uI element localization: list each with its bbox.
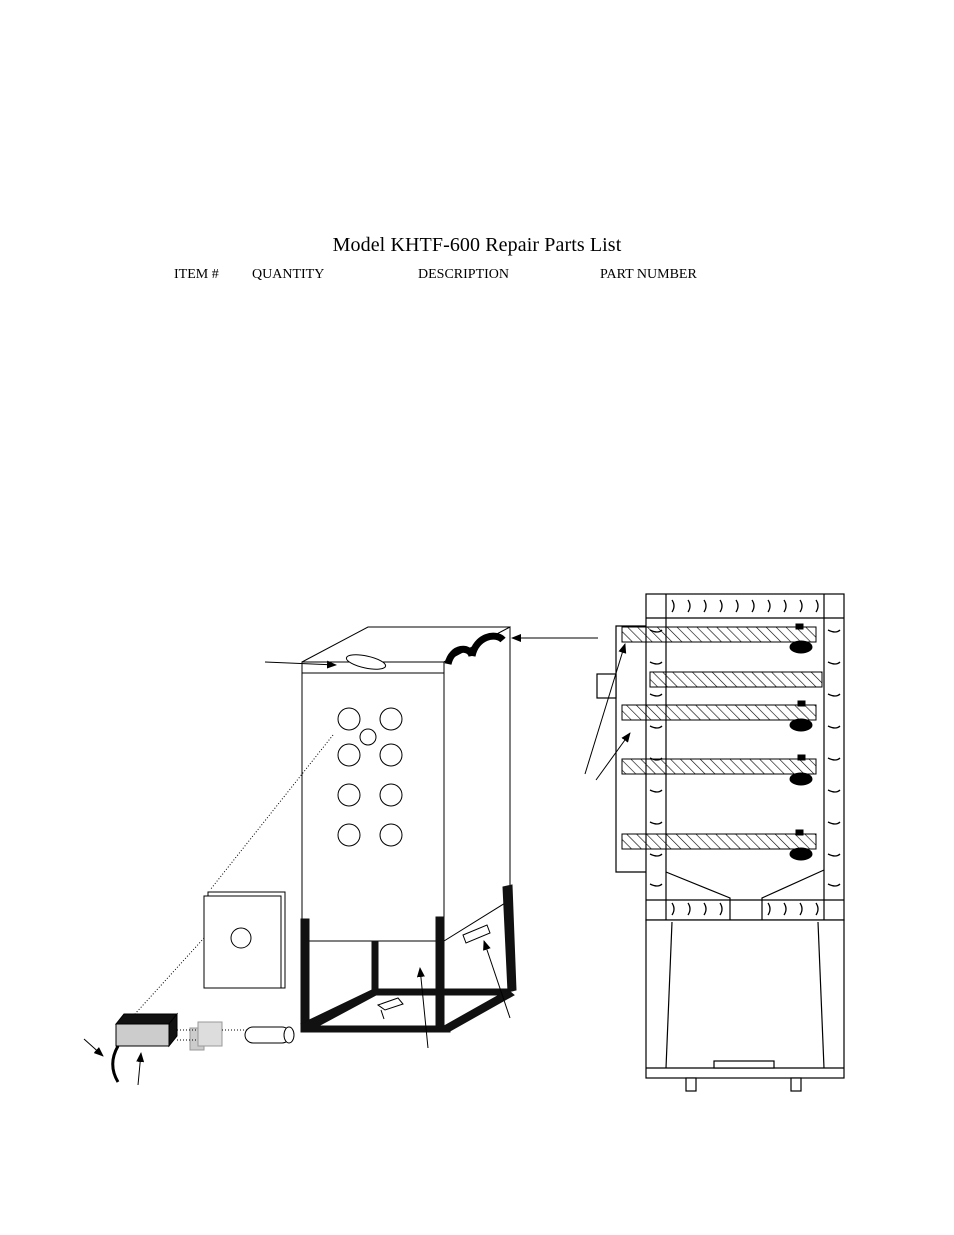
control-knobs [337,707,403,847]
column-header-description: DESCRIPTION [418,267,510,282]
callout-arrows-right [584,643,631,781]
cabinet-stand [300,884,517,1033]
power-supply [111,1012,179,1083]
fuse-tube [244,1026,295,1044]
heating-racks [621,626,823,850]
control-panel [203,891,286,989]
cabinet-assembly [301,626,511,944]
column-header-quantity: QUANTITY [252,267,325,282]
lid-vent [345,654,387,670]
column-header-part-number: PART NUMBER [600,267,697,282]
callout-arrows-left [83,634,598,1086]
column-header-item: ITEM # [174,267,219,282]
heating-elements [789,623,813,861]
page-title: Model KHTF-600 Repair Parts List [332,234,622,256]
connector-plug [189,1021,223,1051]
